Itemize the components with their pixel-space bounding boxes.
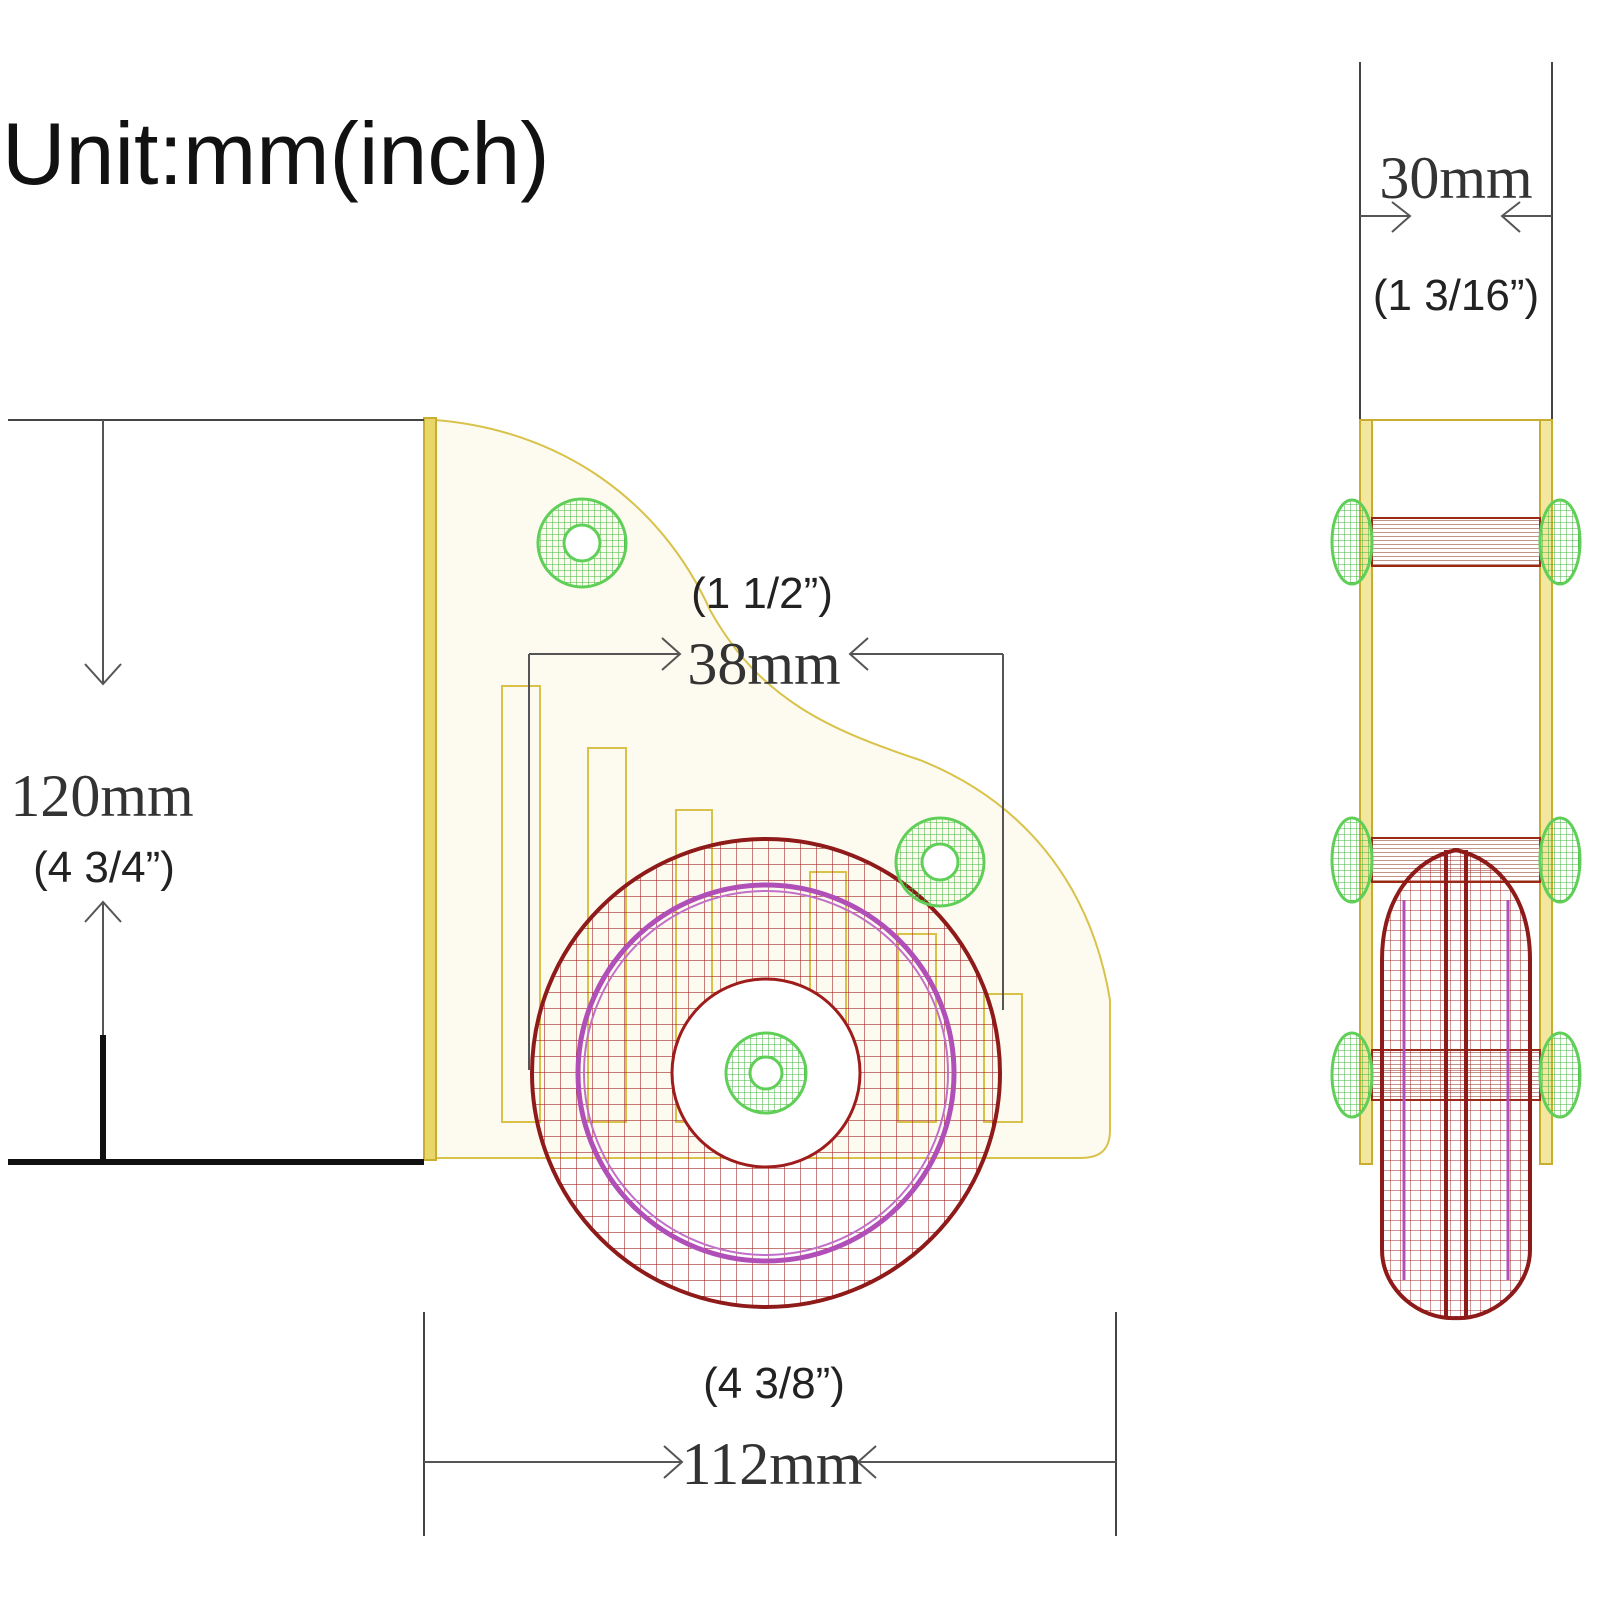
side-wheel	[1380, 847, 1532, 1321]
spacing-inch-label: (1 1/2”)	[691, 569, 833, 618]
thickness-inch-label: (1 3/16”)	[1373, 271, 1539, 320]
front-view: (1 1/2”) 38mm	[423, 417, 1111, 1309]
side-screw-head	[1330, 498, 1582, 586]
spacing-mm-label: 38mm	[687, 631, 840, 697]
screw	[536, 497, 628, 589]
width-inch-label: (4 3/8”)	[703, 1359, 845, 1408]
screw	[724, 1031, 808, 1115]
height-mm-label: 120mm	[10, 763, 193, 829]
screw	[894, 816, 986, 908]
width-dimension: (4 3/8”) 112mm	[423, 1312, 1117, 1536]
unit-title: Unit:mm(inch)	[2, 104, 550, 203]
side-view: 30mm (1 3/16”)	[1330, 62, 1582, 1321]
spacing-dimension: (1 1/2”) 38mm	[528, 569, 1004, 1070]
side-screw-head	[1330, 816, 1582, 904]
axle	[1371, 517, 1541, 567]
mounting-plate-edge	[423, 417, 437, 1161]
side-plate-left	[1359, 419, 1373, 1165]
width-mm-label: 112mm	[681, 1431, 862, 1497]
thickness-mm-label: 30mm	[1379, 145, 1532, 211]
side-screw-head	[1330, 1031, 1582, 1119]
height-dimension: 120mm (4 3/4”)	[8, 419, 424, 1165]
rib	[501, 685, 541, 1123]
side-plate-right	[1539, 419, 1553, 1165]
height-inch-label: (4 3/4”)	[33, 843, 175, 892]
